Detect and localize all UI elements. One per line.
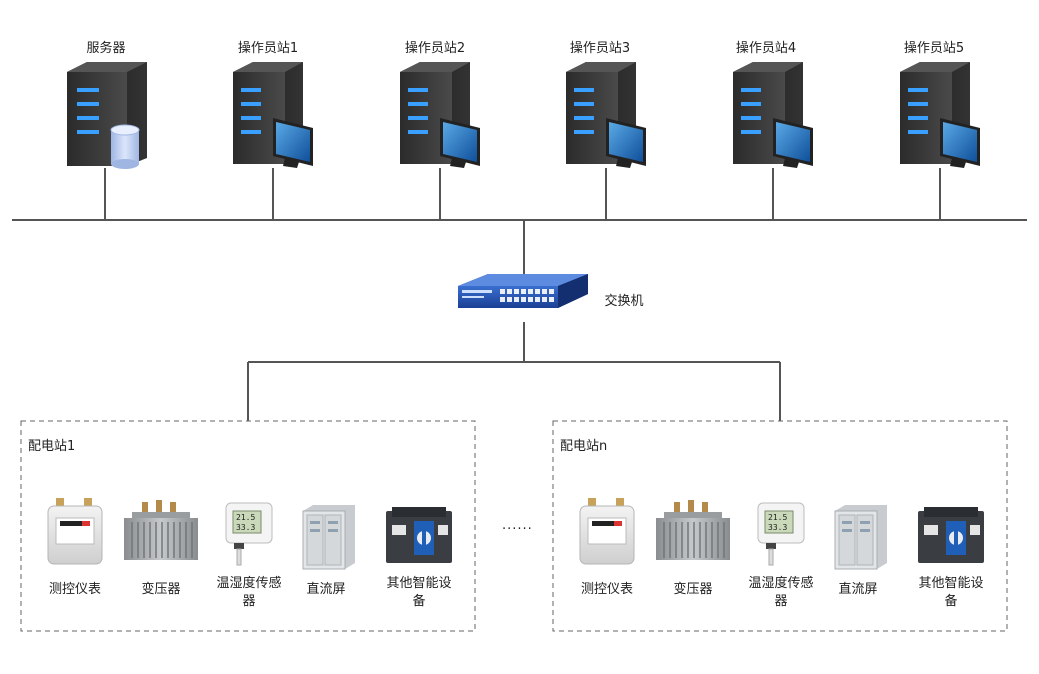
station-1-device-transformer-label: 变压器: [141, 582, 181, 597]
transformer-icon-n: [655, 499, 731, 561]
transfer-switch-icon-n: [918, 507, 984, 563]
station-n-device-other-label: 其他智能设备: [918, 576, 984, 609]
server-with-database-icon: [67, 62, 147, 169]
workstation-5-label: 操作员站5: [903, 41, 965, 56]
workstation-4-label: 操作员站4: [735, 41, 797, 56]
station-box-1: [20, 420, 476, 632]
station-n-device-transformer-label: 变压器: [673, 582, 713, 597]
switch-label: 交换机: [604, 294, 644, 309]
dc-cabinet-icon-n: [834, 504, 888, 570]
workstation-2-label: 操作员站2: [404, 41, 466, 56]
workstation-icon-1: [233, 62, 313, 168]
sensor-temp-readout: 21.5: [236, 513, 255, 522]
workstation-icon-3: [566, 62, 646, 168]
temperature-humidity-sensor-icon-n: [757, 502, 805, 566]
station-n-title: 配电站n: [560, 439, 608, 454]
transformer-icon-1: [124, 500, 198, 560]
station-n-device-dc-label: 直流屏: [838, 582, 878, 597]
transfer-switch-icon-1: [386, 507, 452, 563]
ellipsis: ......: [502, 518, 533, 533]
station-1-device-dc-label: 直流屏: [306, 582, 346, 597]
workstation-icon-4: [733, 62, 813, 168]
workstation-3-label: 操作员站3: [569, 41, 631, 56]
station-n-device-sensor-label: 温湿度传感器: [748, 576, 814, 609]
meter-icon-1: [47, 498, 103, 565]
station-1-device-other-label: 其他智能设备: [386, 576, 452, 609]
station-1-title: 配电站1: [28, 439, 76, 454]
station-n-device-meter-label: 测控仪表: [580, 582, 634, 597]
temperature-humidity-sensor-icon-1: 21.5 33.3: [225, 502, 273, 566]
connections: [12, 168, 1027, 421]
server-label: 服务器: [86, 41, 126, 56]
workstation-1-label: 操作员站1: [237, 41, 299, 56]
sensor-humidity-readout: 33.3: [236, 523, 255, 532]
station-box-n: [552, 420, 1008, 632]
station-1-device-sensor-label: 温湿度传感器: [216, 576, 282, 609]
network-switch-icon: [458, 274, 588, 308]
station-1-device-meter-label: 测控仪表: [48, 582, 102, 597]
workstation-icon-2: [400, 62, 480, 168]
meter-icon-n: [579, 497, 635, 565]
workstation-icon-5: [900, 62, 980, 168]
dc-cabinet-icon-1: [302, 505, 355, 570]
